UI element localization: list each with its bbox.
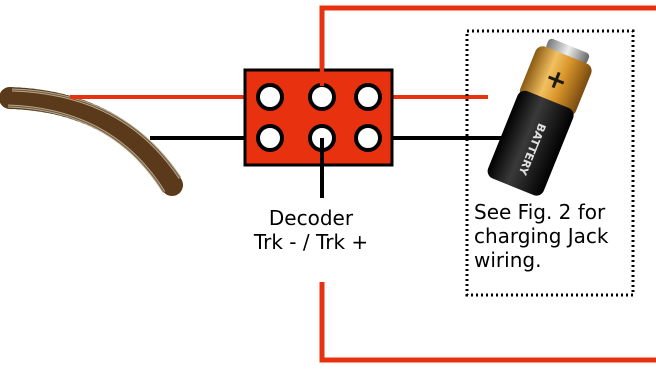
note-line1: See Fig. 2 for <box>474 200 606 224</box>
decoder-label: Decoder Trk - / Trk + <box>236 206 386 254</box>
outer-red-wire-bottom <box>319 282 656 363</box>
pin-3 <box>354 83 382 111</box>
battery-icon: + BATTERY <box>487 38 592 196</box>
decoder-label-line2: Trk - / Trk + <box>253 230 369 254</box>
track-icon <box>0 87 183 196</box>
note-line3: wiring. <box>474 248 542 272</box>
pin-2 <box>308 83 336 111</box>
pin-4 <box>256 124 284 152</box>
decoder-pin-block <box>243 68 394 167</box>
pin-6 <box>354 124 382 152</box>
pin-1 <box>256 83 284 111</box>
decoder-label-line1: Decoder <box>268 206 354 230</box>
note-line2: charging Jack <box>474 224 609 248</box>
note-text: See Fig. 2 for charging Jack wiring. <box>474 200 609 272</box>
